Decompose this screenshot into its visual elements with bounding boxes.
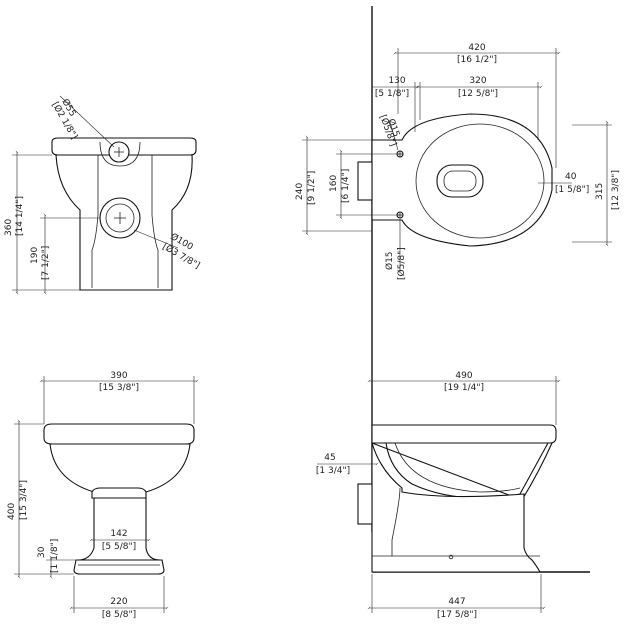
dim-240-in: [9 1/2"] [307, 171, 317, 205]
dim-30-mm: 30 [37, 546, 47, 558]
dim-142-mm: 142 [110, 529, 127, 539]
dim-315-in: [12 3/8"] [611, 170, 621, 210]
plan-view-dimensions: 420 [16 1/2"] 320 [12 5/8"] 130 [5 1/8"]… [295, 43, 621, 280]
dim-447-mm: 447 [448, 597, 465, 607]
front-view [43, 423, 195, 575]
side-view-dimensions: 490 [19 1/4"] 45 [1 3/4"] 447 [17 5/8"] [316, 371, 561, 620]
dim-40-mm: 40 [565, 172, 577, 182]
dim-490-in: [19 1/4"] [444, 383, 484, 393]
dim-160-mm: 160 [329, 175, 339, 192]
dim-130-in: [5 1/8"] [375, 89, 409, 99]
dim-142-in: [5 5/8"] [102, 542, 136, 552]
dim-490-mm: 490 [455, 371, 472, 381]
dim-400-mm: 400 [7, 503, 17, 520]
dim-390-mm: 390 [110, 371, 127, 381]
dim-d15-lower-in: [Ø5/8"] [396, 247, 407, 280]
dim-447-in: [17 5/8"] [437, 610, 477, 620]
dim-190-in: [7 1/2"] [41, 246, 51, 280]
dim-220-in: [8 5/8"] [102, 610, 136, 620]
dim-190-mm: 190 [30, 247, 40, 264]
dim-420-mm: 420 [468, 43, 485, 53]
dim-45-in: [1 3/4"] [316, 466, 350, 476]
dim-240-mm: 240 [295, 183, 305, 200]
dim-320-mm: 320 [469, 76, 486, 86]
dim-360-in: [14 1/4"] [15, 196, 25, 236]
dim-130-mm: 130 [388, 76, 405, 86]
dim-45-mm: 45 [324, 453, 335, 463]
dim-360-mm: 360 [4, 219, 14, 236]
dim-40-in: [1 5/8"] [555, 185, 589, 195]
dim-30-in: [1 1/8"] [50, 539, 60, 573]
dim-160-in: [6 1/4"] [341, 169, 351, 203]
dim-d15-lower-mm: Ø15 [384, 251, 395, 270]
front-view-dimensions: 390 [15 3/8"] 400 [15 3/4"] 30 [1 1/8"] … [7, 371, 199, 620]
dim-220-mm: 220 [110, 597, 127, 607]
dim-320-in: [12 5/8"] [458, 89, 498, 99]
dim-315-mm: 315 [595, 183, 605, 200]
dim-390-in: [15 3/8"] [99, 383, 139, 393]
back-view [51, 137, 197, 291]
plan-view [357, 113, 553, 247]
dim-400-in: [15 3/4"] [19, 480, 29, 520]
dim-420-in: [16 1/2"] [457, 55, 497, 65]
side-view [357, 424, 557, 573]
